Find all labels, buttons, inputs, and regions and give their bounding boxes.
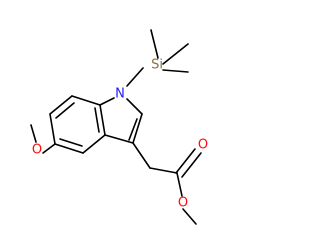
bond-c3a-c7a-inner	[94, 107, 100, 133]
methoxy-oxygen-label: O	[32, 143, 42, 158]
bond-c6-c5	[49, 113, 56, 145]
bond-o-methyl	[30, 124, 37, 143]
bond-c3-ch2	[132, 142, 151, 169]
bond-carbonyl-o-double-b	[181, 152, 202, 178]
bond-c3a-c7a	[99, 104, 106, 136]
bond-ch2-carbonyl	[149, 167, 178, 174]
bond-c5-o	[42, 143, 56, 154]
bond-c7a-n	[99, 97, 115, 106]
carbonyl-oxygen-label: O	[198, 138, 208, 153]
bond-c7-c6	[49, 95, 73, 115]
bond-n-si	[126, 67, 144, 87]
bond-c7a-c7	[71, 95, 101, 106]
bond-c3-c3a	[104, 134, 134, 144]
molecule-structure: Si N O O O	[30, 29, 208, 225]
bond-c2-c3-inner	[128, 118, 138, 141]
methyl-acetate-group	[132, 142, 202, 225]
bond-c4-c3a	[82, 134, 106, 154]
pyrrole-ring	[99, 97, 143, 144]
ester-oxygen-label: O	[178, 196, 188, 211]
bond-c2-c3	[132, 113, 143, 144]
bond-n-c2	[126, 98, 143, 115]
bond-si-methyl-down	[162, 69, 189, 73]
silicon-atom-label: Si	[151, 58, 163, 73]
bond-si-methyl-top	[150, 29, 159, 59]
bond-o-ester-methyl	[182, 208, 197, 225]
nitrogen-atom-label: N	[115, 87, 125, 102]
bond-carbonyl-o-ester	[176, 172, 183, 197]
trimethylsilyl-group	[126, 29, 189, 87]
bond-c5-c4	[54, 143, 84, 154]
benzene-ring	[49, 95, 106, 154]
bond-si-methyl-right	[162, 43, 189, 65]
methoxy-group	[30, 124, 56, 154]
bond-c6-c6-inner	[55, 102, 75, 119]
bond-carbonyl-o-double-a	[175, 148, 196, 174]
bond-c5-c4-inner	[59, 138, 83, 147]
